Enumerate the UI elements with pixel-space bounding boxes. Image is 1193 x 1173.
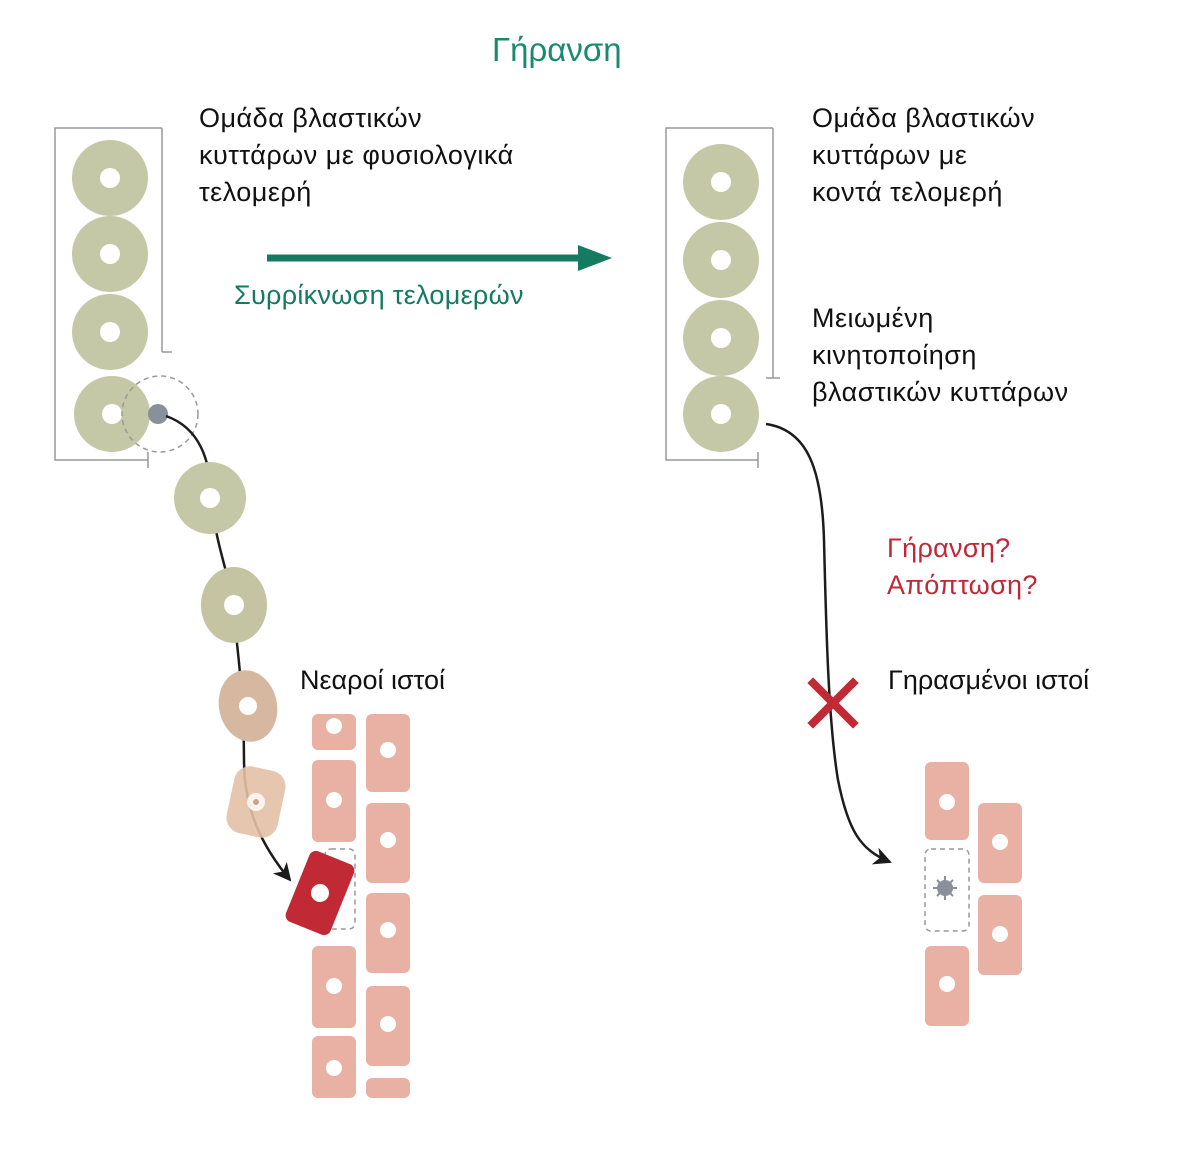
reduced-mobilization-label: Μειωμένη κινητοποίηση βλαστικών κυττάρων xyxy=(812,303,1069,407)
right-blocked-path xyxy=(765,422,892,865)
telomere-shortening-label: Συρρίκνωση τελομερών xyxy=(234,280,524,310)
stem-cell xyxy=(72,294,148,370)
migrating-cell xyxy=(201,567,267,643)
new-tissue-cell xyxy=(285,850,355,936)
dead-cell-icon xyxy=(933,876,957,900)
young-tissue-label: Νεαροί ιστοί xyxy=(300,665,445,695)
cross-icon xyxy=(807,677,859,729)
left-stem-cell-pool xyxy=(54,127,199,468)
dividing-cell-outline xyxy=(121,375,199,453)
aged-tissue xyxy=(924,762,1022,1026)
right-pool-label: Ομάδα βλαστικών κυττάρων με κοντά τελομε… xyxy=(812,103,1036,207)
differentiating-cell xyxy=(226,766,286,838)
stem-cell xyxy=(683,300,759,376)
diagram-title: Γήρανση xyxy=(492,31,622,68)
differentiating-cell xyxy=(218,670,278,742)
stem-cell xyxy=(72,140,148,216)
aged-tissue-label: Γηρασμένοι ιστοί xyxy=(888,665,1090,695)
young-tissue xyxy=(312,714,410,1098)
stem-cell-dividing xyxy=(74,376,150,452)
cell-fate-label: Γήρανση? Απόπτωση? xyxy=(887,533,1038,600)
stem-cell xyxy=(683,222,759,298)
right-stem-cell-pool xyxy=(665,127,780,468)
stem-cell xyxy=(72,216,148,292)
stem-cell xyxy=(683,144,759,220)
telomere-shortening-arrow xyxy=(267,245,612,271)
left-pool-label: Ομάδα βλαστικών κυττάρων με φυσιολογικά … xyxy=(199,103,514,207)
stem-cell xyxy=(683,376,759,452)
daughter-cell-dot xyxy=(148,404,168,424)
migrating-cell xyxy=(174,462,246,534)
